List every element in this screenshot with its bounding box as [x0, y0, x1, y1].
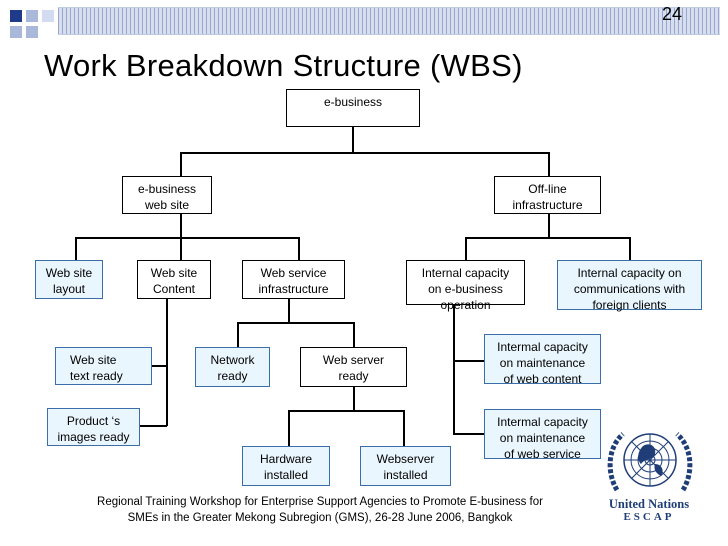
wbs-node-hardware-installed: Hardware installed — [242, 446, 330, 486]
wbs-node-web-site-content: Web site Content — [137, 260, 211, 299]
wbs-node-maintenance-web-service: Intermal capacity on maintenance of web … — [484, 409, 601, 461]
wbs-node-web-service-infrastructure: Web service infrastructure — [242, 260, 345, 299]
un-logo-name: United Nations — [608, 497, 690, 511]
wbs-node-internal-capacity-ebusiness: Internal capacity on e-business operatio… — [406, 260, 525, 312]
un-logo-sub: ESCAP — [623, 511, 675, 523]
header-stripe-bar — [58, 7, 720, 35]
header-square-light — [26, 26, 38, 38]
wbs-node-web-server-ready: Web server ready — [300, 347, 407, 387]
wbs-node-offline-infrastructure: Off-line infrastructure — [494, 176, 601, 214]
header-square-light — [10, 26, 22, 38]
wbs-node-web-site-text-ready: Web site text ready — [55, 347, 152, 385]
page-number: 24 — [661, 4, 682, 24]
header-square-light — [42, 10, 54, 22]
wbs-node-internal-capacity-foreign: Internal capacity on communications with… — [557, 260, 702, 312]
un-emblem-icon — [607, 432, 693, 492]
wbs-node-ebusiness-web-site: e-business web site — [122, 176, 212, 214]
header-square-dark — [10, 10, 22, 22]
wbs-node-webserver-installed: Webserver installed — [360, 446, 451, 486]
slide-title: Work Breakdown Structure (WBS) — [44, 48, 523, 83]
wbs-node-maintenance-web-content: Intermal capacity on maintenance of web … — [484, 334, 601, 386]
wbs-node-network-ready: Network ready — [195, 347, 270, 387]
wbs-node-product-images-ready: Product ‘s images ready — [47, 408, 140, 446]
wbs-node-web-site-layout: Web site layout — [35, 260, 103, 299]
slide-footer: Regional Training Workshop for Enterpris… — [97, 496, 543, 524]
wbs-node-root: e-business — [286, 89, 420, 127]
header-square-light — [26, 10, 38, 22]
